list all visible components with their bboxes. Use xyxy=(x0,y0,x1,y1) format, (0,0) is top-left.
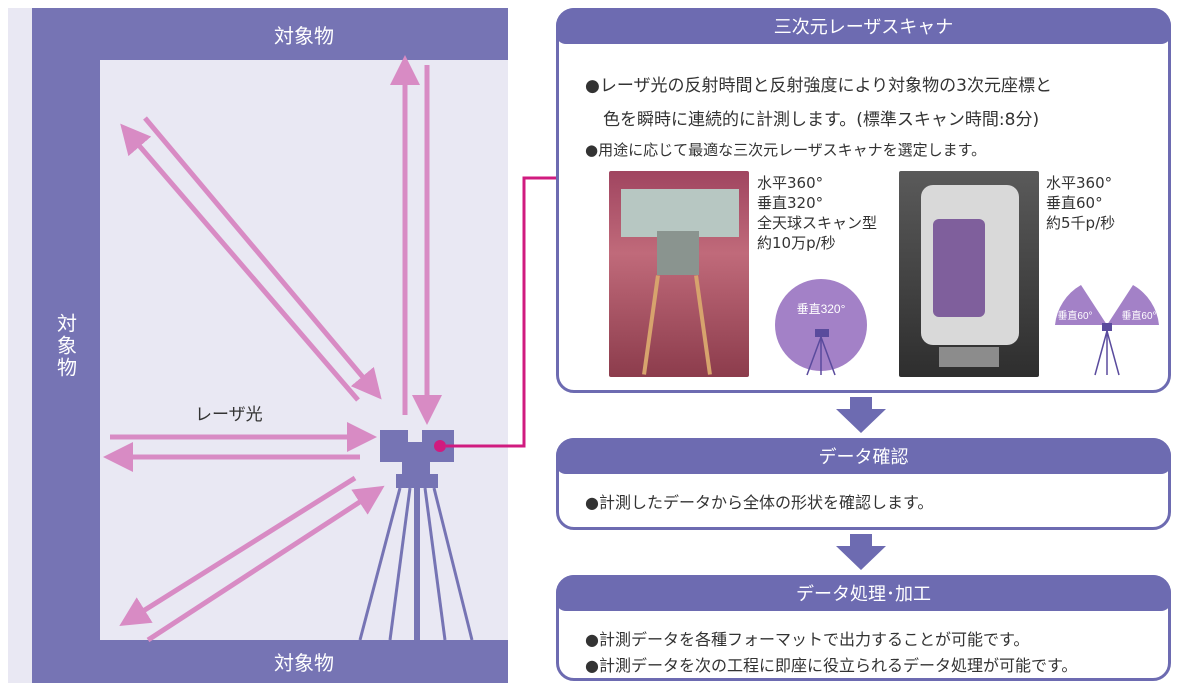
arrow-diag-ul xyxy=(120,123,360,402)
object-left-label: 対象物 xyxy=(53,312,78,379)
scanner2-spec-1: 水平360° xyxy=(1046,174,1113,192)
scanner1-spec-2: 垂直320° xyxy=(757,194,824,212)
arrow-diag-dl xyxy=(119,475,357,626)
scanner2-spec-2: 垂直60° xyxy=(1046,194,1103,212)
data-process-line1: ●計測データを各種フォーマットで出力することが可能です。 xyxy=(585,630,1030,649)
tripod-icon xyxy=(358,462,474,641)
scanner-box-title: 三次元レーザスキャナ xyxy=(556,8,1171,44)
scanner2-fov-left: 垂直60° xyxy=(1057,309,1092,322)
scanner2-photo xyxy=(899,171,1039,377)
data-check-title: データ確認 xyxy=(556,438,1171,474)
scanner1-fov-label: 垂直320° xyxy=(797,302,846,316)
scanner2-spec-3: 約5千p/秒 xyxy=(1046,214,1116,232)
scanner2-specs: 水平360° 垂直60° 約5千p/秒 xyxy=(1046,173,1115,233)
data-process-box: データ処理･加工 ●計測データを各種フォーマットで出力することが可能です。 ●計… xyxy=(556,575,1171,681)
data-check-box: データ確認 ●計測したデータから全体の形状を確認します。 xyxy=(556,438,1171,530)
scanner-desc-line2: 色を瞬時に連続的に計測します。(標準スキャン時間:8分) xyxy=(603,110,1040,130)
scanner-desc-line1: ●レーザ光の反射時間と反射強度により対象物の3次元座標と xyxy=(585,76,1052,96)
flow-arrow-2 xyxy=(836,534,886,570)
laser-label: レーザ光 xyxy=(195,405,263,425)
scanner1-spec-3: 全天球スキャン型 xyxy=(757,214,878,232)
scanner1-fov-diagram: 垂直320° xyxy=(775,279,867,376)
arrow-diag-dl-return xyxy=(146,485,385,643)
connector-line xyxy=(446,176,556,448)
arrow-diag-ul-return xyxy=(143,116,382,400)
data-process-title: データ処理･加工 xyxy=(556,575,1171,611)
scanner1-photo xyxy=(609,171,749,377)
flow-arrow-1 xyxy=(836,397,886,433)
scanner2-fov-right: 垂直60° xyxy=(1121,309,1156,322)
data-check-line1: ●計測したデータから全体の形状を確認します。 xyxy=(585,493,934,512)
scanner1-specs: 水平360° 垂直320° 全天球スキャン型 約10万p/秒 xyxy=(757,173,877,253)
object-bottom-label: 対象物 xyxy=(274,651,334,675)
scanner1-spec-1: 水平360° xyxy=(757,174,824,192)
object-bottom-bar: 対象物 xyxy=(100,640,508,683)
object-top-label: 対象物 xyxy=(274,23,334,48)
scanner-box: 三次元レーザスキャナ ●レーザ光の反射時間と反射強度により対象物の3次元座標と … xyxy=(556,8,1171,393)
data-process-line2: ●計測データを次の工程に即座に役立られるデータ処理が可能です。 xyxy=(585,656,1078,675)
scanner2-fov-diagram: 垂直60° 垂直60° xyxy=(1055,285,1159,376)
scanner-desc-line3: ●用途に応じて最適な三次元レーザスキャナを選定します。 xyxy=(585,141,987,159)
scanner1-spec-4: 約10万p/秒 xyxy=(757,234,836,252)
object-left-bar: 対象物 xyxy=(32,8,100,683)
scanner-origin-dot xyxy=(434,440,446,452)
object-top-bar: 対象物 xyxy=(100,8,508,60)
